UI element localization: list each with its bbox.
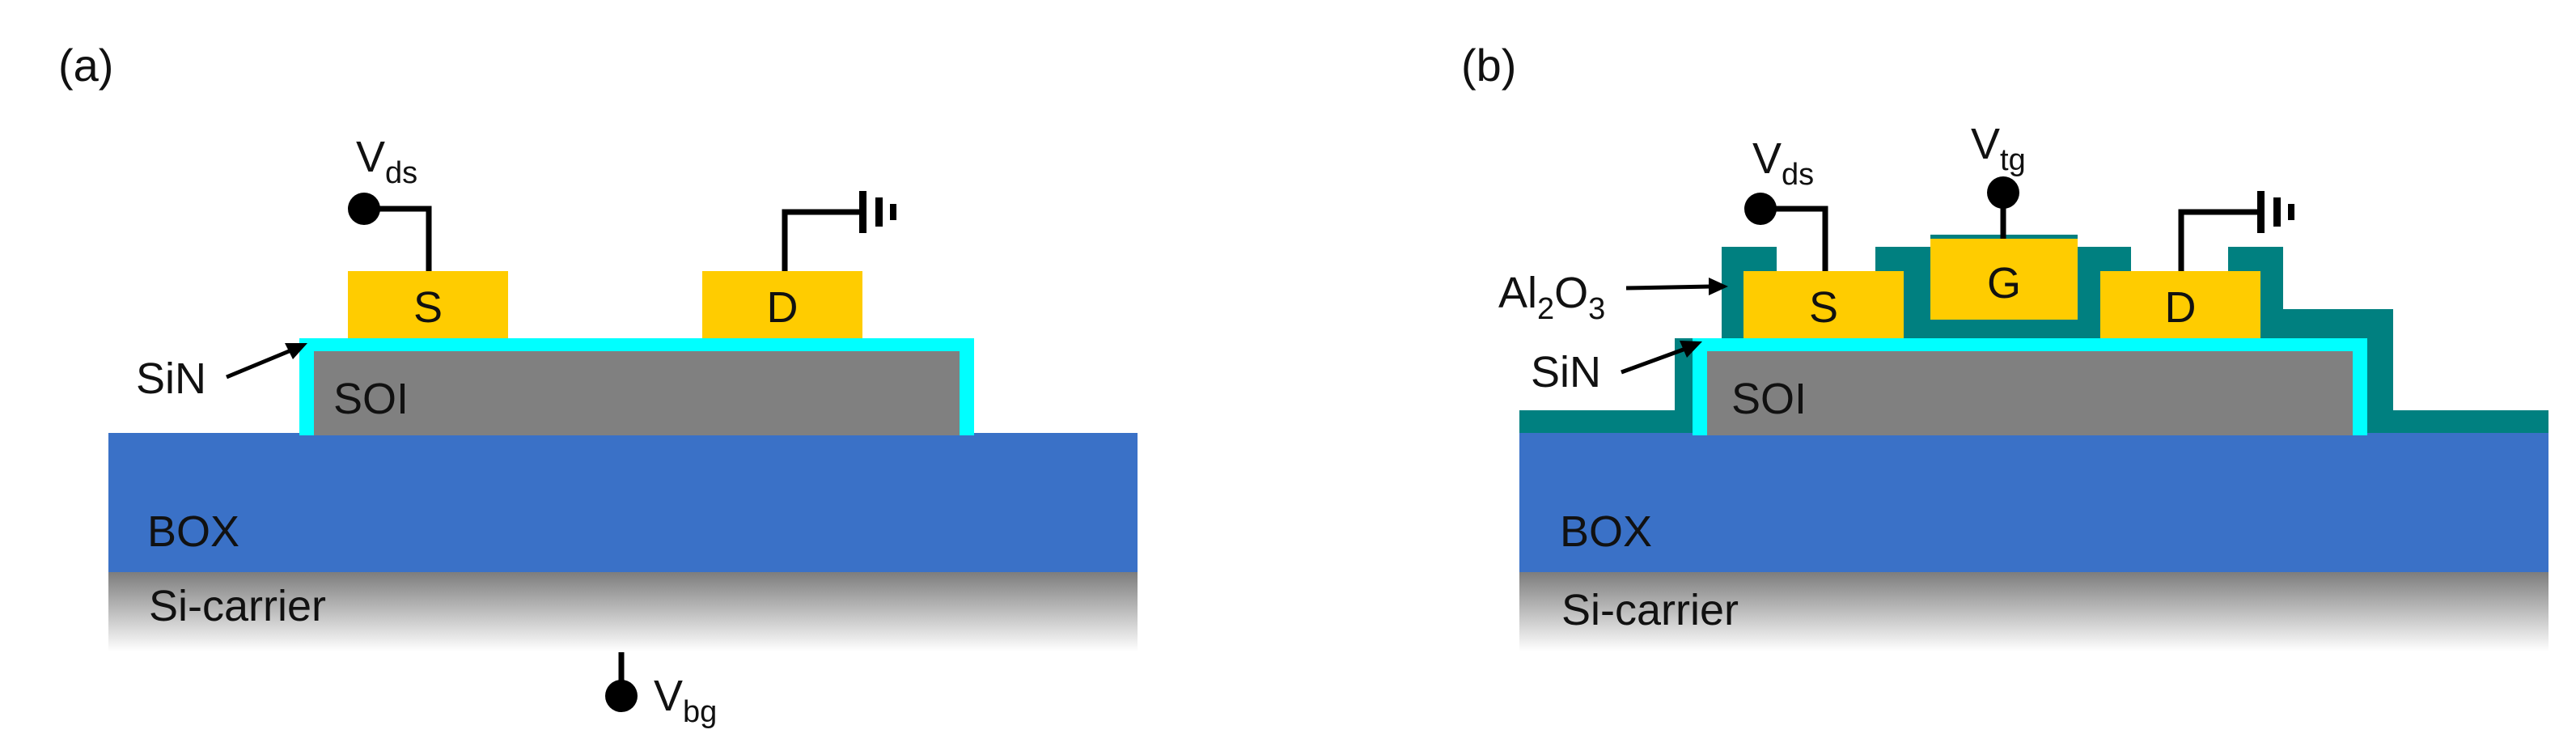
sin-label: SiN xyxy=(1531,348,1601,397)
soi-label: SOI xyxy=(1731,375,1807,423)
vtg-label: Vtg xyxy=(1971,120,2026,177)
drain-label: D xyxy=(767,283,799,332)
vds-terminal xyxy=(1744,193,1777,225)
si-carrier-label: Si-carrier xyxy=(149,582,326,630)
al2o3-label: Al2O3 xyxy=(1498,269,1605,326)
panel-a-tag: (a) xyxy=(58,40,113,91)
drain-ground-wire xyxy=(2178,209,2257,271)
vds-wire xyxy=(1760,206,1828,271)
sin-arrow-line xyxy=(226,347,294,380)
ground-icon xyxy=(2257,191,2294,233)
vds-label: Vds xyxy=(356,133,417,190)
box-label: BOX xyxy=(147,507,239,556)
drain-label: D xyxy=(2165,283,2197,332)
vtg-terminal xyxy=(1987,176,2019,209)
sin-arrow-head xyxy=(1680,341,1702,358)
gate-label: G xyxy=(1987,259,2021,308)
source-label: S xyxy=(1809,283,1838,332)
soi-label: SOI xyxy=(333,375,409,423)
vbg-terminal xyxy=(605,680,638,712)
vbg-label: Vbg xyxy=(654,672,717,729)
source-contact xyxy=(348,271,508,338)
box-layer xyxy=(108,433,1138,572)
panel-a: (a) S D SOI BOX Si-carrier SiN Vds xyxy=(58,40,1138,729)
ground-icon xyxy=(859,191,896,233)
drain-ground-wire xyxy=(782,209,859,271)
si-carrier-layer xyxy=(108,570,1138,651)
si-carrier-layer xyxy=(1519,570,2548,651)
al2o3-arrow-head xyxy=(1709,278,1728,295)
drain-contact xyxy=(702,271,862,338)
gate-contact xyxy=(1930,239,2078,320)
sin-arrow-line xyxy=(1621,346,1688,375)
soi-layer xyxy=(314,351,960,435)
drain-contact xyxy=(2100,271,2260,338)
sin-label: SiN xyxy=(136,354,206,403)
soi-layer xyxy=(1707,351,2353,435)
panel-b: (b) S G D SOI BOX Si-carrier Al2O3 SiN V… xyxy=(1461,40,2548,651)
source-contact xyxy=(1743,271,1904,338)
panel-b-tag: (b) xyxy=(1461,40,1516,91)
si-carrier-label: Si-carrier xyxy=(1561,586,1739,634)
box-label: BOX xyxy=(1560,507,1652,556)
box-layer xyxy=(1519,433,2548,572)
vds-wire xyxy=(364,206,432,271)
al2o3-arrow-line xyxy=(1625,284,1713,291)
vds-label: Vds xyxy=(1752,134,1814,192)
vds-terminal xyxy=(348,193,380,225)
sin-arrow-head xyxy=(285,343,307,359)
source-label: S xyxy=(413,283,443,332)
